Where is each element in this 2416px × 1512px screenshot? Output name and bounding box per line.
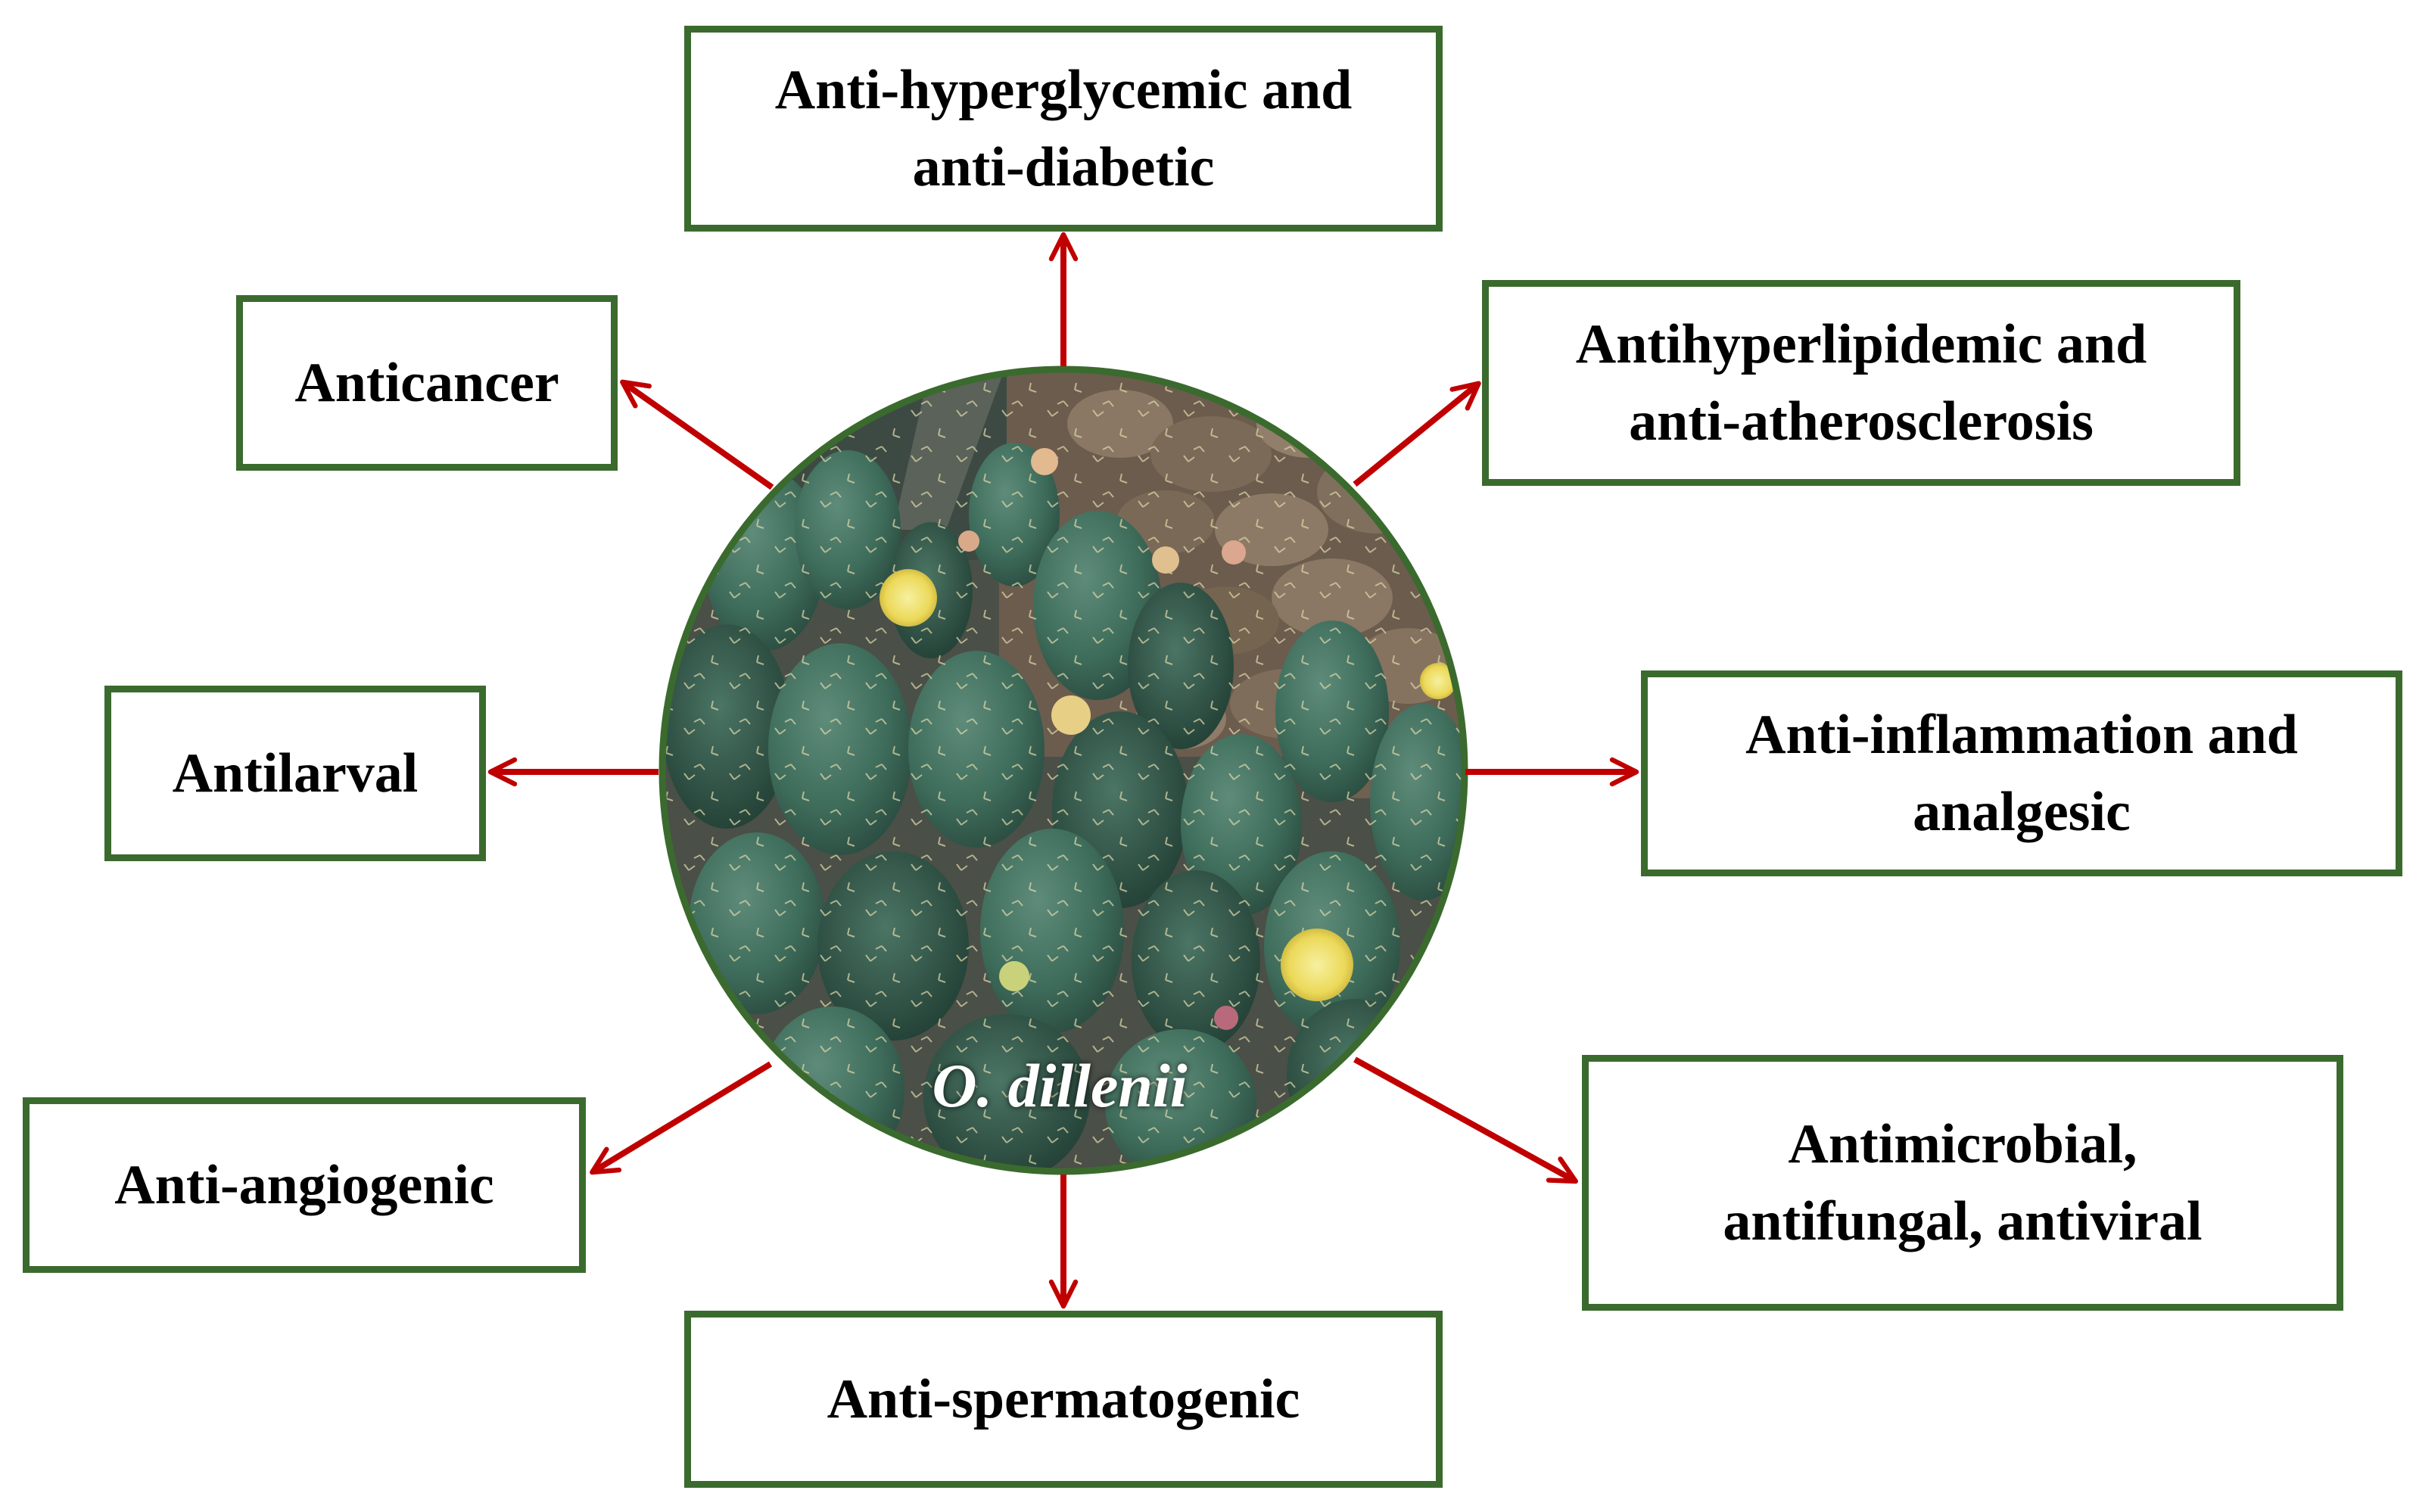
activity-label: Anticancer	[294, 352, 559, 414]
activity-box-antimicrobial: Antimicrobial, antifungal, antiviral	[1582, 1055, 2343, 1311]
activity-label: Antimicrobial, antifungal, antiviral	[1723, 1113, 2203, 1252]
activity-box-antihyperlipidemic: Antihyperlipidemic and anti-atherosclero…	[1482, 280, 2240, 486]
activity-label: Anti-inflammation and analgesic	[1745, 704, 2298, 843]
arrow-to-anti-angiogenic	[590, 1061, 773, 1175]
activity-label: Antilarval	[172, 742, 419, 804]
activity-box-anti-hyperglycemic: Anti-hyperglycemic and anti-diabetic	[684, 26, 1443, 232]
activity-label: Antihyperlipidemic and anti-atherosclero…	[1575, 313, 2147, 453]
activity-label: Anti-angiogenic	[114, 1154, 494, 1216]
activity-box-anti-inflammation: Anti-inflammation and analgesic	[1641, 670, 2402, 876]
arrows	[487, 232, 1639, 1309]
arrow-to-antimicrobial	[1353, 1056, 1578, 1184]
species-label: O. dillenii	[932, 1051, 1188, 1120]
arrow-to-anticancer	[620, 379, 774, 490]
activity-label: Anti-hyperglycemic and anti-diabetic	[774, 59, 1353, 198]
activity-box-anticancer: Anticancer	[236, 295, 618, 471]
activity-label: Anti-spermatogenic	[827, 1368, 1300, 1430]
activity-box-antilarval: Antilarval	[104, 686, 486, 861]
activity-box-anti-angiogenic: Anti-angiogenic	[23, 1097, 586, 1273]
photo-ring	[658, 366, 1468, 1175]
arrow-to-antihyperlipidemic	[1353, 381, 1481, 487]
cactus-flowers	[880, 448, 1456, 1030]
activity-box-anti-spermatogenic: Anti-spermatogenic	[684, 1311, 1443, 1488]
